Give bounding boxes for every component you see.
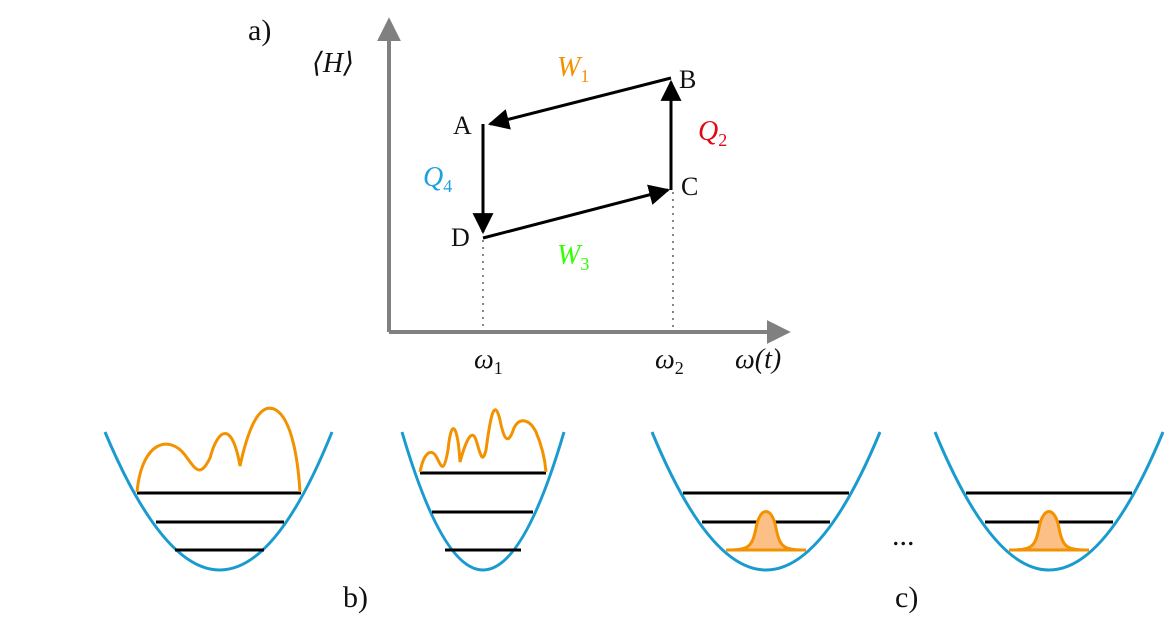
x-tick-omega-1: ω1 bbox=[474, 344, 503, 378]
edge-d-to-c bbox=[482, 184, 671, 240]
wavepacket-fill bbox=[726, 511, 806, 550]
well-b-right bbox=[400, 408, 566, 572]
well-c-left bbox=[650, 431, 882, 572]
edge-label-q2: Q2 bbox=[698, 116, 727, 150]
wavepacket-curve bbox=[1008, 510, 1090, 552]
y-axis-label: ⟨H⟩ bbox=[312, 48, 354, 79]
panel-label-c: c) bbox=[895, 581, 918, 614]
potential-well-curve bbox=[933, 431, 1165, 572]
edge-label-q4: Q4 bbox=[423, 162, 452, 196]
wavepacket-fill bbox=[1009, 511, 1089, 550]
point-label-d: D bbox=[451, 223, 470, 252]
x-tick-omega-2: ω2 bbox=[655, 344, 684, 378]
wavefunction-curve bbox=[135, 406, 302, 493]
potential-well-curve bbox=[650, 431, 882, 572]
edge-label-w1: W1 bbox=[557, 52, 589, 86]
point-label-b: B bbox=[679, 65, 696, 94]
wavepacket-curve bbox=[725, 510, 807, 552]
edge-label-w3: W3 bbox=[557, 240, 589, 274]
point-label-c: C bbox=[681, 172, 698, 201]
panel-label-a: a) bbox=[248, 14, 271, 47]
well-c-right bbox=[933, 431, 1165, 572]
point-label-a: A bbox=[453, 111, 472, 140]
ellipsis: ... bbox=[892, 519, 915, 552]
wavefunction-curve bbox=[418, 408, 548, 473]
panel-label-b: b) bbox=[343, 581, 368, 614]
potential-well-curve bbox=[103, 431, 334, 572]
edge-b-to-a bbox=[487, 76, 672, 130]
potential-well-curve bbox=[400, 431, 566, 572]
x-axis-label: ω(t) bbox=[735, 344, 781, 375]
well-b-left bbox=[103, 406, 334, 572]
